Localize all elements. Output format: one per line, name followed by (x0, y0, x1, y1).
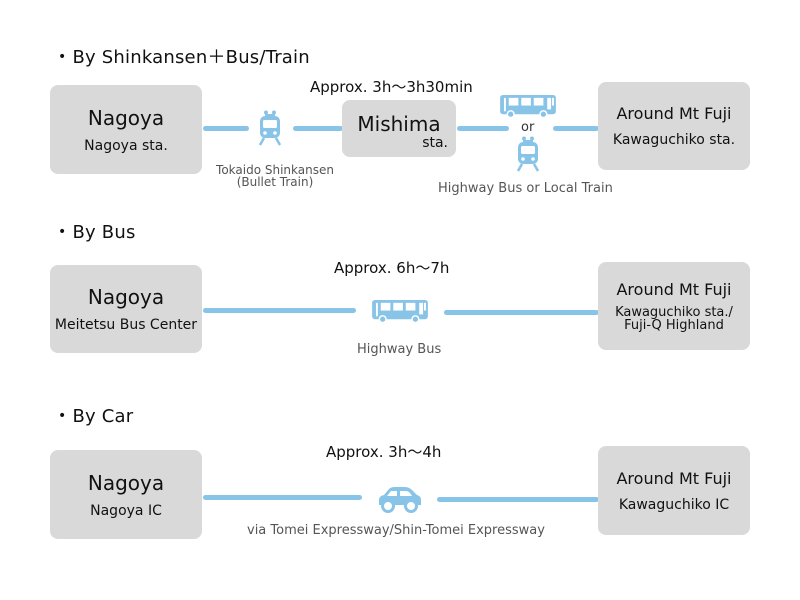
route-line (293, 126, 343, 131)
route-line (203, 308, 356, 313)
route-line (203, 495, 362, 500)
bullet: • (58, 224, 67, 240)
origin-city: Nagoya (87, 285, 165, 309)
origin-place: Nagoya sta. (84, 137, 168, 154)
destination-place: Kawaguchiko sta. (612, 132, 736, 148)
bus-icon (499, 94, 557, 119)
destination-name: Around Mt Fuji (616, 468, 732, 488)
origin-place: Meitetsu Bus Center (54, 317, 198, 333)
destination-name: Around Mt Fuji (616, 280, 732, 299)
heading-text: By Bus (72, 222, 136, 243)
bus-icon (371, 299, 429, 324)
origin-box-meitetsu-bus-center: Nagoya Meitetsu Bus Center (50, 265, 202, 353)
bullet: • (58, 408, 67, 424)
car-icon (375, 485, 423, 513)
leg-caption-shinkansen: Tokaido Shinkansen (Bullet Train) (200, 164, 350, 188)
destination-place-line2: Fuji-Q Highland (624, 318, 724, 333)
origin-box-nagoya-station: Nagoya Nagoya sta. (50, 85, 202, 174)
bullet: • (58, 49, 67, 65)
destination-box-fuji-q-highland: Around Mt Fuji Kawaguchiko sta./ Fuji-Q … (598, 262, 750, 350)
heading-text: By Car (72, 406, 134, 427)
destination-name: Around Mt Fuji (616, 104, 732, 123)
section-heading-car: • By Car (58, 406, 133, 427)
duration-label: Approx. 6h〜7h (334, 259, 450, 277)
caption-line: Tokaido Shinkansen (216, 163, 334, 177)
or-separator: or (521, 120, 535, 135)
section-heading-bus: • By Bus (58, 222, 136, 243)
origin-place: Nagoya IC (90, 502, 162, 519)
route-line (457, 126, 509, 131)
duration-label: Approx. 3h〜3h30min (310, 78, 473, 96)
transfer-box-mishima: Mishima sta. (342, 100, 456, 157)
heading-text: By Shinkansen＋Bus/Train (72, 47, 310, 68)
leg-caption-expressway: via Tomei Expressway/Shin-Tomei Expressw… (247, 523, 545, 538)
duration-label: Approx. 3h〜4h (326, 443, 442, 461)
section-heading-shinkansen: • By Shinkansen＋Bus/Train (58, 43, 310, 69)
leg-caption-highway-bus: Highway Bus (357, 342, 442, 357)
train-icon (258, 110, 282, 146)
origin-city: Nagoya (87, 470, 165, 495)
destination-box-kawaguchiko-ic: Around Mt Fuji Kawaguchiko IC (598, 446, 750, 535)
caption-line: (Bullet Train) (236, 175, 314, 189)
train-icon (516, 136, 540, 172)
route-line (437, 497, 599, 502)
route-line (444, 310, 599, 315)
transfer-place: sta. (422, 135, 448, 151)
destination-place: Kawaguchiko IC (618, 496, 730, 513)
origin-box-nagoya-ic: Nagoya Nagoya IC (50, 450, 202, 539)
destination-place-line1: Kawaguchiko sta./ (615, 305, 733, 320)
leg-caption-bus-or-train: Highway Bus or Local Train (438, 181, 613, 196)
route-line (203, 126, 249, 131)
route-line (553, 126, 599, 131)
origin-city: Nagoya (87, 105, 165, 130)
transfer-city: Mishima (357, 112, 441, 136)
destination-box-kawaguchiko-station: Around Mt Fuji Kawaguchiko sta. (598, 82, 750, 170)
